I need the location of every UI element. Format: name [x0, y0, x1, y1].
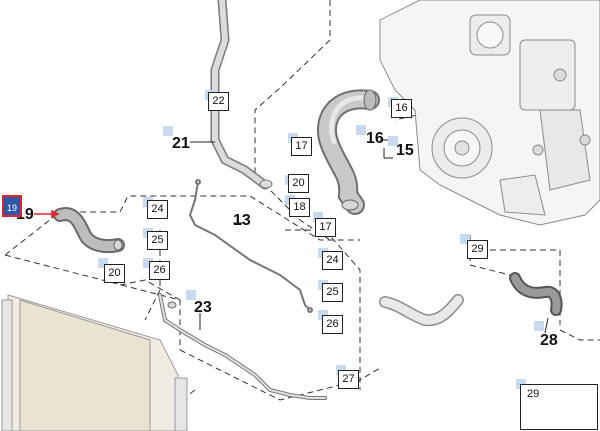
line-13 [188, 179, 313, 313]
pipe-21 [210, 0, 273, 190]
hose-28 [509, 272, 563, 316]
marker [313, 212, 323, 222]
callout-box-26-left[interactable]: 26 [149, 261, 170, 280]
hose-27 [379, 294, 464, 327]
callout-box-25-right[interactable]: 25 [322, 283, 343, 302]
callout-box-22[interactable]: 22 [208, 92, 229, 111]
marker [356, 125, 366, 135]
fittings [113, 199, 359, 309]
marker [98, 258, 108, 268]
marker [534, 321, 544, 331]
callout-box-25-left[interactable]: 25 [147, 231, 168, 250]
callout-box-27[interactable]: 27 [338, 370, 359, 389]
leader-arrow-19 [34, 209, 60, 219]
callout-box-20-upper[interactable]: 20 [288, 174, 309, 193]
radiator [1, 294, 188, 431]
engine-block [379, 0, 600, 226]
label-23[interactable]: 23 [194, 299, 212, 316]
marker [143, 258, 153, 268]
callout-box-26-right[interactable]: 26 [322, 315, 343, 334]
callout-box-17-upper[interactable]: 17 [291, 137, 312, 156]
label-15[interactable]: 15 [396, 142, 414, 159]
detail-inset[interactable]: 29 [520, 384, 598, 430]
label-16[interactable]: 16 [366, 130, 384, 147]
marker [388, 136, 398, 146]
inset-label: 29 [527, 388, 540, 400]
pipe-23-inner [159, 294, 326, 399]
hose-19 [53, 207, 125, 254]
callout-box-17-lower[interactable]: 17 [315, 218, 336, 237]
marker [186, 290, 196, 300]
callout-box-24-right[interactable]: 24 [322, 251, 343, 270]
callout-box-24-left[interactable]: 24 [147, 200, 168, 219]
label-28[interactable]: 28 [540, 332, 558, 349]
callout-box-18[interactable]: 18 [289, 198, 310, 217]
label-13[interactable]: 13 [233, 212, 251, 229]
marker [460, 234, 470, 244]
selected-item-badge[interactable]: 19 [2, 195, 22, 217]
callout-box-29[interactable]: 29 [467, 240, 488, 259]
marker [163, 126, 173, 136]
callout-box-16[interactable]: 16 [391, 99, 412, 118]
callout-box-20-lower[interactable]: 20 [104, 264, 125, 283]
label-21[interactable]: 21 [172, 135, 190, 152]
hose-15 [317, 89, 380, 215]
